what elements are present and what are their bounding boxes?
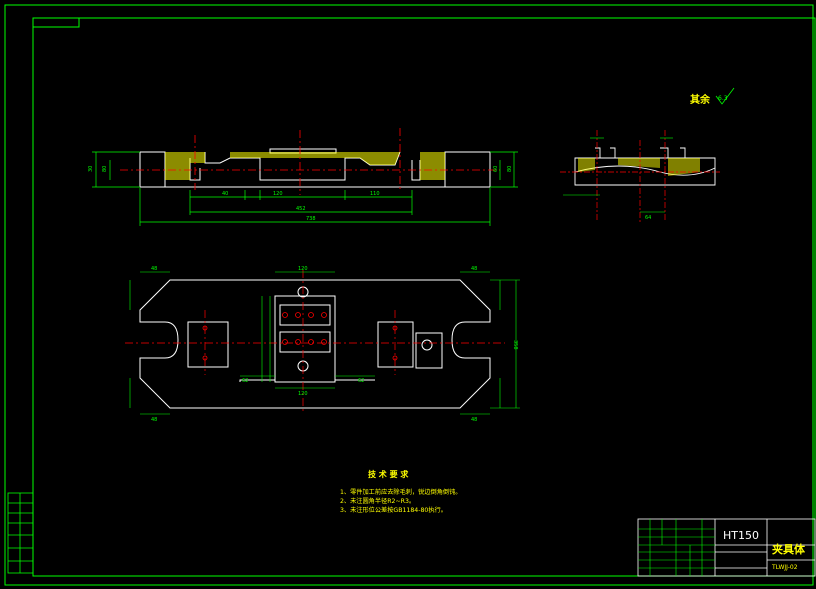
dim-d1: 40 <box>222 191 228 197</box>
plan-dim-height: 358 <box>512 340 518 350</box>
tech-item-1: 1、零件加工前应去除毛刺，锐边倒角倒钝。 <box>340 488 462 496</box>
plan-dim-right-gap: 62 <box>358 378 364 384</box>
dim-d2: 120 <box>273 191 283 197</box>
dim-overall: 738 <box>306 216 316 222</box>
dim-left-h1: 30 <box>88 166 94 172</box>
roughness-label: 其余 <box>690 93 711 106</box>
section-hatching <box>165 152 445 180</box>
side-dim: 64 <box>645 215 651 221</box>
dim-overall-inner: 452 <box>296 206 306 212</box>
dim-right-h1: 60 <box>493 166 499 172</box>
plan-dim-bottom-mid: 120 <box>298 391 308 397</box>
drawing-no: TLWJJ-02 <box>771 564 798 571</box>
part-name: 夹具体 <box>772 542 806 556</box>
material: HT150 <box>723 529 759 542</box>
plan-dim-top-left: 48 <box>151 266 157 272</box>
plan-dim-bottom-right: 48 <box>471 417 477 423</box>
plan-dim-top-mid: 120 <box>298 266 308 272</box>
front-section-view: 40 120 110 452 738 30 80 60 80 <box>88 128 518 226</box>
tech-requirements: 技 术 要 求 1、零件加工前应去除毛刺，锐边倒角倒钝。 2、未注圆角半径R2~… <box>340 469 462 514</box>
tech-item-2: 2、未注圆角半径R2~R3。 <box>340 497 415 505</box>
plan-view: 48 120 48 120 48 48 358 62 62 <box>125 266 520 423</box>
dim-right-h2: 80 <box>507 166 513 172</box>
side-section-view: 64 <box>560 130 720 222</box>
plan-dim-left-gap: 62 <box>242 378 248 384</box>
dim-d3: 110 <box>370 191 380 197</box>
binding-strip <box>7 492 34 574</box>
tech-title: 技 术 要 求 <box>368 469 409 479</box>
roughness-value: 6.3 <box>718 95 728 102</box>
title-block: HT150 夹具体 TLWJJ-02 <box>637 518 816 577</box>
drawing-frame <box>4 4 816 586</box>
roughness-symbol-icon <box>715 87 735 105</box>
plan-dim-top-right: 48 <box>471 266 477 272</box>
roughness-note: 其余 6.3 <box>690 87 735 106</box>
plan-dim-bottom-left: 48 <box>151 417 157 423</box>
tech-item-3: 3、未注形位公差按GB1184-80执行。 <box>340 506 447 514</box>
dim-left-h2: 80 <box>102 166 108 172</box>
